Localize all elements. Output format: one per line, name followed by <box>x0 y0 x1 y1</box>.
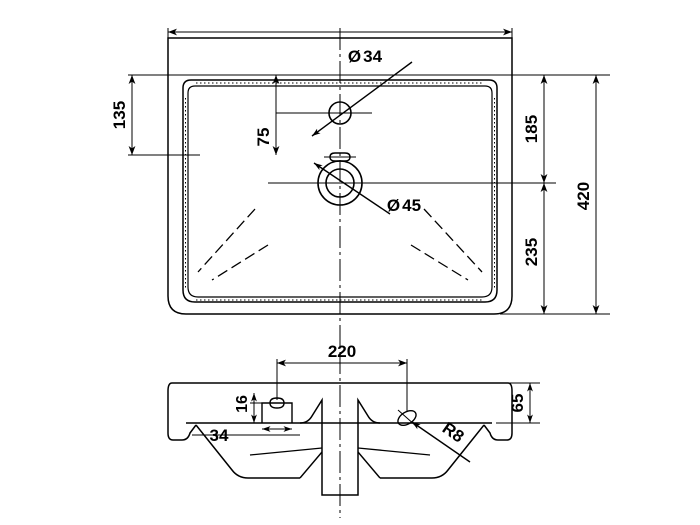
section-left-end-cap <box>167 382 174 441</box>
section-pedestal-right-fillet <box>357 451 381 479</box>
section-basin-floor-left <box>249 447 323 456</box>
label-dimension-185: 185 <box>522 115 541 143</box>
section-basin-floor-right <box>357 447 431 456</box>
label-dimension-65: 65 <box>508 394 527 413</box>
section-overflow-boss <box>261 402 293 423</box>
leader-line-tap-hole <box>311 61 413 137</box>
section-right-end-cap <box>506 382 513 441</box>
section-right-underside-notch <box>483 424 507 441</box>
label-dimension-235: 235 <box>522 238 541 266</box>
label-dimension-135: 135 <box>110 101 129 129</box>
section-pedestal-left-fillet <box>299 451 323 479</box>
bowl-slope-line-left-upper <box>197 208 256 273</box>
drain-hole-inner-circle <box>325 168 355 198</box>
basin-outer-outline <box>167 37 513 315</box>
section-left-lower-profile <box>195 424 300 479</box>
section-overflow-hole <box>269 397 285 409</box>
bowl-slope-line-right-lower <box>410 244 469 281</box>
label-dimension-75: 75 <box>254 128 273 147</box>
bowl-slope-line-right-upper <box>423 208 483 273</box>
leader-line-r8 <box>411 421 471 463</box>
basin-bowl-rim-outer <box>182 79 498 303</box>
bowl-slope-line-left-lower <box>211 244 269 281</box>
section-tap-hole-ellipse <box>397 409 417 427</box>
label-dimension-34: 34 <box>210 426 229 445</box>
leader-line-drain-hole <box>313 162 391 215</box>
section-left-underside-notch <box>173 424 197 441</box>
label-dimension-420: 420 <box>574 182 593 210</box>
basin-bowl-rim-inner <box>187 85 493 298</box>
section-right-lower-profile <box>380 424 485 479</box>
section-view-group: 220 16 34 65 R8 <box>167 342 540 518</box>
label-dimension-16: 16 <box>234 395 251 413</box>
section-drain-pedestal <box>299 397 381 496</box>
label-dimension-220: 220 <box>328 342 356 361</box>
